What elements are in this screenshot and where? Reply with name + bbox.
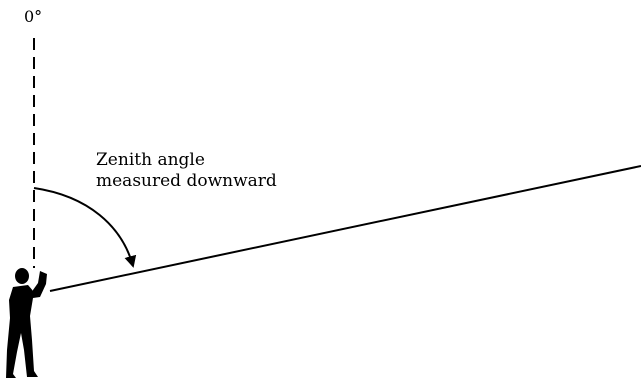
- zenith-angle-label-line1: Zenith angle: [96, 150, 205, 170]
- zenith-label: 0°: [24, 7, 42, 26]
- person-silhouette-icon: [6, 268, 47, 378]
- zenith-angle-label-line2: measured downward: [96, 171, 277, 191]
- zenith-angle-arc: [34, 188, 133, 266]
